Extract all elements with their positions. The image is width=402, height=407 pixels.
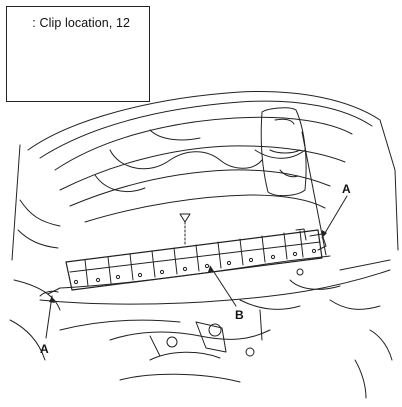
- hood-outline: [11, 91, 399, 261]
- legend-box: ▷ : Clip location, 12: [6, 6, 150, 102]
- cowl-ribs: [84, 230, 304, 287]
- legend-label: ▷ : Clip location, 12: [19, 15, 130, 30]
- engine-bay: [39, 259, 393, 399]
- leader-a-upper: [321, 195, 348, 239]
- leader-b: [209, 265, 237, 307]
- clip-markers: [73, 248, 317, 285]
- cowl-top-cover: [39, 228, 331, 297]
- left-fender-area: [9, 199, 61, 361]
- legend-text: : Clip location, 12: [32, 16, 131, 30]
- pointer-triangle-icon: [179, 213, 191, 223]
- hood-insulator: [260, 107, 307, 197]
- callout-a-upper: A: [342, 182, 351, 196]
- callout-a-lower: A: [40, 342, 49, 356]
- leader-arrowheads: [49, 230, 327, 303]
- leader-a-lower: [45, 295, 53, 339]
- callout-b: B: [235, 308, 244, 322]
- leader-lines: [45, 195, 348, 339]
